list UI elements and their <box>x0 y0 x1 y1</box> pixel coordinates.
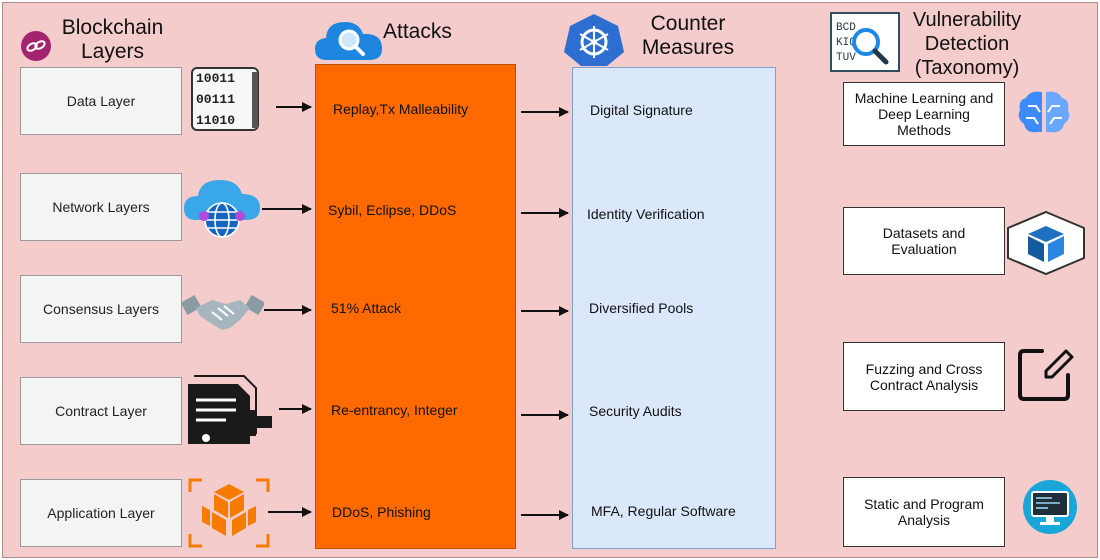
layers-header-line1: Blockchain <box>61 16 164 39</box>
attack-label-4: Re-entrancy, Integer <box>331 402 458 418</box>
vuln-header: Vulnerability Detection (Taxonomy) <box>897 8 1037 80</box>
countermeasures-column <box>572 67 776 549</box>
detection-ml-box: Machine Learning and Deep Learning Metho… <box>843 82 1005 146</box>
attacks-header: Attacks <box>383 20 452 43</box>
layer-consensus-box: Consensus Layers <box>20 275 182 343</box>
attack-label-2: Sybil, Eclipse, DDoS <box>328 202 457 218</box>
countermeasure-label-2: Identity Verification <box>587 206 705 222</box>
counter-header-line1: Counter <box>650 12 726 35</box>
vuln-header-line1: Vulnerability <box>912 9 1022 31</box>
letters-row-2: KIQ <box>836 37 856 49</box>
attacks-column <box>315 64 516 549</box>
countermeasure-label-4: Security Audits <box>589 403 682 419</box>
detection-datasets-box: Datasets and Evaluation <box>843 207 1005 275</box>
brain-icon <box>1018 91 1070 133</box>
countermeasure-label-5: MFA, Regular Software <box>591 503 736 519</box>
layer-network-box: Network Layers <box>20 173 182 241</box>
layer-application-box: Application Layer <box>20 479 182 547</box>
vuln-header-line2: Detection <box>924 33 1010 55</box>
binary-row-2: 00111 <box>196 92 235 107</box>
cube-icon <box>1007 210 1085 276</box>
layer-contract-box: Contract Layer <box>20 377 182 445</box>
edit-icon <box>1018 349 1074 401</box>
binary-icon: 10011 00111 11010 <box>191 67 259 131</box>
cloud-search-icon <box>315 22 383 60</box>
layers-header-line2: Layers <box>80 40 145 63</box>
binary-row-1: 10011 <box>196 71 235 86</box>
letters-row-3: TUV <box>836 52 856 64</box>
layers-header: Blockchain Layers <box>50 16 175 64</box>
cloud-globe-icon <box>184 180 260 238</box>
vuln-header-line3: (Taxonomy) <box>914 57 1020 79</box>
counter-header-line2: Measures <box>641 36 735 59</box>
document-certificate-icon <box>188 375 272 444</box>
chain-link-icon <box>21 31 51 61</box>
countermeasure-label-1: Digital Signature <box>590 102 693 118</box>
cubes-icon <box>188 478 270 548</box>
attack-label-3: 51% Attack <box>331 300 402 316</box>
countermeasure-label-3: Diversified Pools <box>589 300 694 316</box>
handshake-icon <box>182 294 264 330</box>
binary-row-3: 11010 <box>196 113 235 128</box>
detection-fuzzing-box: Fuzzing and Cross Contract Analysis <box>843 342 1005 411</box>
counter-header: Counter Measures <box>628 12 748 60</box>
attack-label-5: DDoS, Phishing <box>332 504 431 520</box>
layer-data-box: Data Layer <box>20 67 182 135</box>
kubernetes-wheel-icon <box>564 14 624 66</box>
monitor-icon <box>1023 480 1077 534</box>
magnifier-letters-icon: BCD KIQ TUV <box>830 12 900 72</box>
letters-row-1: BCD <box>836 22 856 34</box>
detection-static-box: Static and Program Analysis <box>843 477 1005 547</box>
attack-label-1: Replay,Tx Malleability <box>333 101 469 117</box>
